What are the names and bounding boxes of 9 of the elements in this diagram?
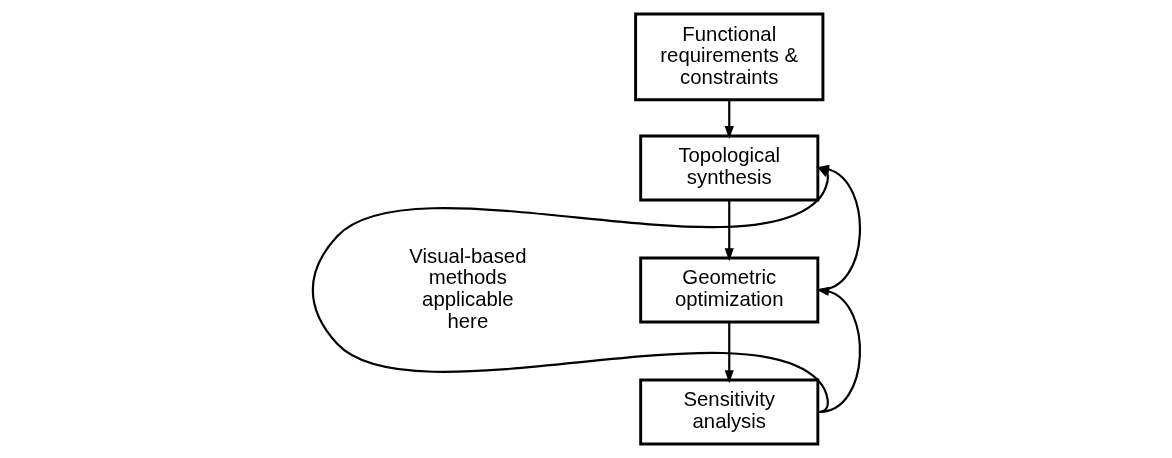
arrow — [724, 322, 734, 384]
node-box: Topological synthesis — [638, 134, 819, 202]
label: Visual-based methods applicable here — [408, 244, 526, 333]
node-box: Functional requirements & constraints — [633, 12, 824, 102]
arrow — [724, 200, 734, 262]
node-box: Geometric optimization — [638, 256, 819, 324]
node-box: Sensitivity analysis — [638, 378, 819, 446]
arrow — [724, 99, 734, 140]
arrow — [815, 286, 861, 414]
